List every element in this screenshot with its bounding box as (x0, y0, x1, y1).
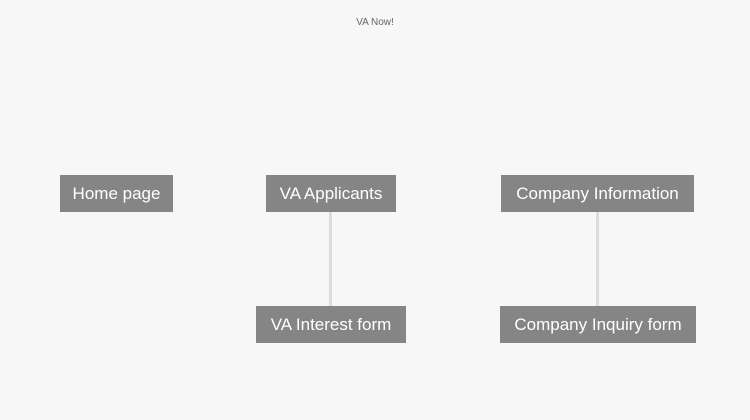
node-va-interest-form[interactable]: VA Interest form (256, 306, 406, 343)
node-va-applicants[interactable]: VA Applicants (266, 175, 396, 212)
connector-company-information-to-company-inquiry-form (596, 212, 599, 306)
node-home-page[interactable]: Home page (60, 175, 173, 212)
connector-va-applicants-to-va-interest-form (329, 212, 332, 306)
node-company-inquiry-form[interactable]: Company Inquiry form (500, 306, 696, 343)
page-title: VA Now! (356, 17, 394, 28)
node-company-information[interactable]: Company Information (501, 175, 694, 212)
